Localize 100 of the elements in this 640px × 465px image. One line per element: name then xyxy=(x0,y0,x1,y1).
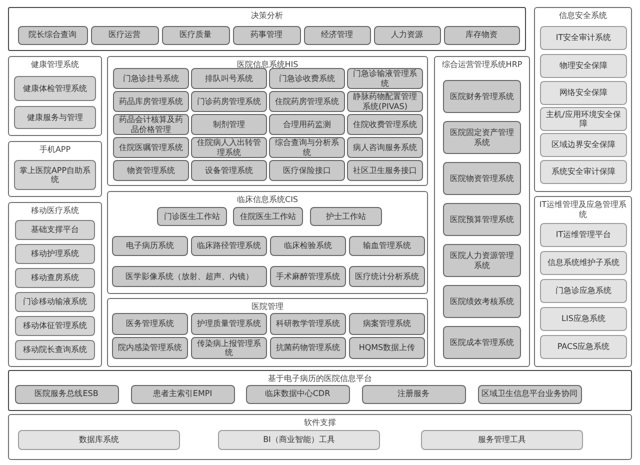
module-box: 医院服务总线ESB xyxy=(14,384,118,404)
module-box: 综合查询与分析系统 xyxy=(269,137,345,158)
panel-title: 移动医疗系统 xyxy=(31,206,79,216)
module-box: 医院人力资源管理系统 xyxy=(443,244,521,277)
system-panel xyxy=(107,191,428,294)
panel-title: 软件支撑 xyxy=(304,418,336,428)
system-panel xyxy=(107,298,428,367)
module-box: 医院绩效考核系统 xyxy=(443,285,521,318)
module-box: 医疗保险接口 xyxy=(269,160,345,181)
module-box: IT运维管理平台 xyxy=(540,223,627,247)
module-box: 健康体检管理系统 xyxy=(14,76,96,101)
module-box: 住院收费管理系统 xyxy=(347,114,423,135)
module-box: 医疗统计分析系统 xyxy=(349,266,425,287)
module-box: 医务管理系统 xyxy=(112,313,188,335)
system-panel xyxy=(8,370,632,411)
module-box: 物资管理系统 xyxy=(113,160,189,181)
module-box: 门急诊应急系统 xyxy=(540,279,627,303)
module-box: 主机/应用环境安全保障 xyxy=(540,107,627,131)
panel-title: 健康管理系统 xyxy=(31,60,79,70)
module-box: 信息系统维护子系统 xyxy=(540,251,627,275)
module-box: 病人咨询服务系统 xyxy=(347,137,423,158)
system-panel xyxy=(8,202,102,367)
module-box: 医疗质量 xyxy=(162,26,230,44)
module-box: 住院病人入出转管理系统 xyxy=(191,137,267,158)
panel-title: 基于电子病历的医院信息平台 xyxy=(268,374,372,384)
module-box: 临床检验系统 xyxy=(270,236,346,256)
module-box: 基础支撑平台 xyxy=(15,220,95,240)
module-box: 健康服务与管理 xyxy=(14,106,96,129)
module-box: 医院预算管理系统 xyxy=(443,203,521,236)
module-box: 输血管理系统 xyxy=(349,236,425,256)
module-box: 手术麻醉管理系统 xyxy=(270,266,346,287)
module-box: 区域卫生信息平台业务协同 xyxy=(478,384,582,404)
panel-title: 临床信息系统CIS xyxy=(236,195,298,204)
module-box: 系统安全审计保障 xyxy=(540,160,627,184)
module-box: 抗菌药物管理系统 xyxy=(270,337,346,359)
module-box: 移动查房系统 xyxy=(15,268,95,288)
module-box: 经济管理 xyxy=(304,26,370,44)
module-box: BI（商业智能）工具 xyxy=(218,430,380,450)
system-panel xyxy=(8,141,102,197)
system-panel xyxy=(534,196,632,367)
module-box: 科研教学管理系统 xyxy=(270,313,346,335)
system-panel xyxy=(107,56,428,186)
module-box: 静脉药物配置管理系统(PIVAS) xyxy=(347,91,423,112)
module-box: 注册服务 xyxy=(362,384,466,404)
module-box: 院长综合查询 xyxy=(18,26,88,44)
panel-title: 手机APP xyxy=(39,145,71,154)
module-box: 制剂管理 xyxy=(191,114,267,135)
panel-title: 信息安全系统 xyxy=(559,11,607,20)
panel-title: IT运维管理及应急管理系统 xyxy=(538,200,628,219)
module-box: 门诊移动输液系统 xyxy=(15,292,95,312)
module-box: 数据库系统 xyxy=(18,430,180,450)
module-box: 传染病上报管理系统 xyxy=(191,337,267,359)
panel-title: 医院信息系统HIS xyxy=(236,60,298,70)
module-box: 服务管理工具 xyxy=(421,430,583,450)
module-box: 排队叫号系统 xyxy=(191,68,267,89)
module-box: 医学影像系统（放射、超声、内镜） xyxy=(112,266,267,287)
module-box: 移动体征管理系统 xyxy=(15,316,95,336)
module-box: 电子病历系统 xyxy=(112,236,188,256)
module-box: 区域边界安全保障 xyxy=(540,133,627,157)
module-box: IT安全审计系统 xyxy=(540,26,627,50)
module-box: 社区卫生服务接口 xyxy=(347,160,423,181)
module-box: 药品会计核算及药品价格管理 xyxy=(113,114,189,135)
module-box: 门诊药房管理系统 xyxy=(191,91,267,112)
panel-title: 综合运营管理系统HRP xyxy=(442,60,522,70)
module-box: LIS应急系统 xyxy=(540,307,627,331)
system-panel xyxy=(8,414,632,460)
module-box: 库存物资 xyxy=(444,26,520,44)
panel-title: 医院管理 xyxy=(252,302,284,312)
module-box: 护士工作站 xyxy=(310,207,382,226)
module-box: 患者主索引EMPI xyxy=(130,384,234,404)
module-box: PACS应急系统 xyxy=(540,335,627,359)
module-box: 掌上医院APP自助系统 xyxy=(14,160,96,190)
module-box: 医院成本管理系统 xyxy=(443,326,521,359)
module-box: 网络安全保障 xyxy=(540,81,627,105)
module-box: 合理用药监测 xyxy=(269,114,345,135)
module-box: 临床路径管理系统 xyxy=(191,236,267,256)
module-box: HQMS数据上传 xyxy=(349,337,425,359)
module-box: 住院药房管理系统 xyxy=(269,91,345,112)
panel-title: 决策分析 xyxy=(251,11,283,20)
module-box: 药品库房管理系统 xyxy=(113,91,189,112)
module-box: 医疗运营 xyxy=(90,26,158,44)
module-box: 门诊医生工作站 xyxy=(157,207,227,226)
module-box: 病案管理系统 xyxy=(349,313,425,335)
module-box: 住院医生工作站 xyxy=(233,207,303,226)
module-box: 医院财务管理系统 xyxy=(443,80,521,113)
module-box: 医院物资管理系统 xyxy=(443,162,521,195)
module-box: 护理质量管理系统 xyxy=(191,313,267,335)
system-panel xyxy=(8,7,526,51)
module-box: 移动护理系统 xyxy=(15,244,95,264)
module-box: 门急诊挂号系统 xyxy=(113,68,189,89)
module-box: 人力资源 xyxy=(374,26,440,44)
system-panel xyxy=(534,7,632,192)
system-panel xyxy=(8,56,102,136)
module-box: 药事管理 xyxy=(232,26,300,44)
module-box: 门急诊收费系统 xyxy=(269,68,345,89)
module-box: 物理安全保障 xyxy=(540,54,627,78)
module-box: 临床数据中心CDR xyxy=(246,384,350,404)
module-box: 设备管理系统 xyxy=(191,160,267,181)
module-box: 院内感染管理系统 xyxy=(112,337,188,359)
module-box: 医院固定资产管理系统 xyxy=(443,121,521,154)
